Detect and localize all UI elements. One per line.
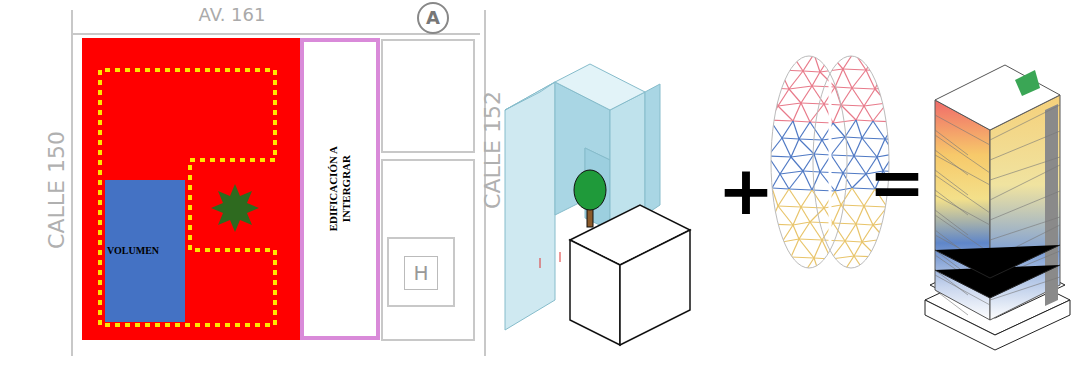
result-building [925, 65, 1070, 350]
site-plan [72, 10, 485, 356]
tree-symbol [211, 184, 259, 232]
street-name: CALLE 150 [44, 131, 69, 249]
site-area [82, 38, 300, 340]
node-label: A [426, 8, 440, 29]
lot [382, 40, 474, 152]
street-name: CALLE 152 [480, 91, 505, 209]
section-marker: A [417, 2, 449, 34]
street-edge [71, 10, 73, 356]
circulation-path [100, 70, 275, 325]
street-edge [72, 33, 480, 35]
street-name: AV. 161 [199, 4, 266, 25]
existing-building-box: EDIFICACIÓN A INTERGRAR [300, 38, 380, 340]
volume-box: VOLUMEN [105, 180, 185, 322]
node-label: H [413, 262, 428, 285]
node-label: EDIFICACIÓN A INTERGRAR [327, 133, 352, 245]
node-label: VOLUMEN [105, 245, 159, 257]
equals-sign: = [869, 143, 926, 222]
lot-inner [388, 238, 454, 306]
plus-sign: + [718, 151, 775, 230]
tree [574, 170, 606, 227]
lot [382, 160, 474, 340]
heliport-box: H [404, 256, 438, 290]
new-block [570, 205, 690, 345]
